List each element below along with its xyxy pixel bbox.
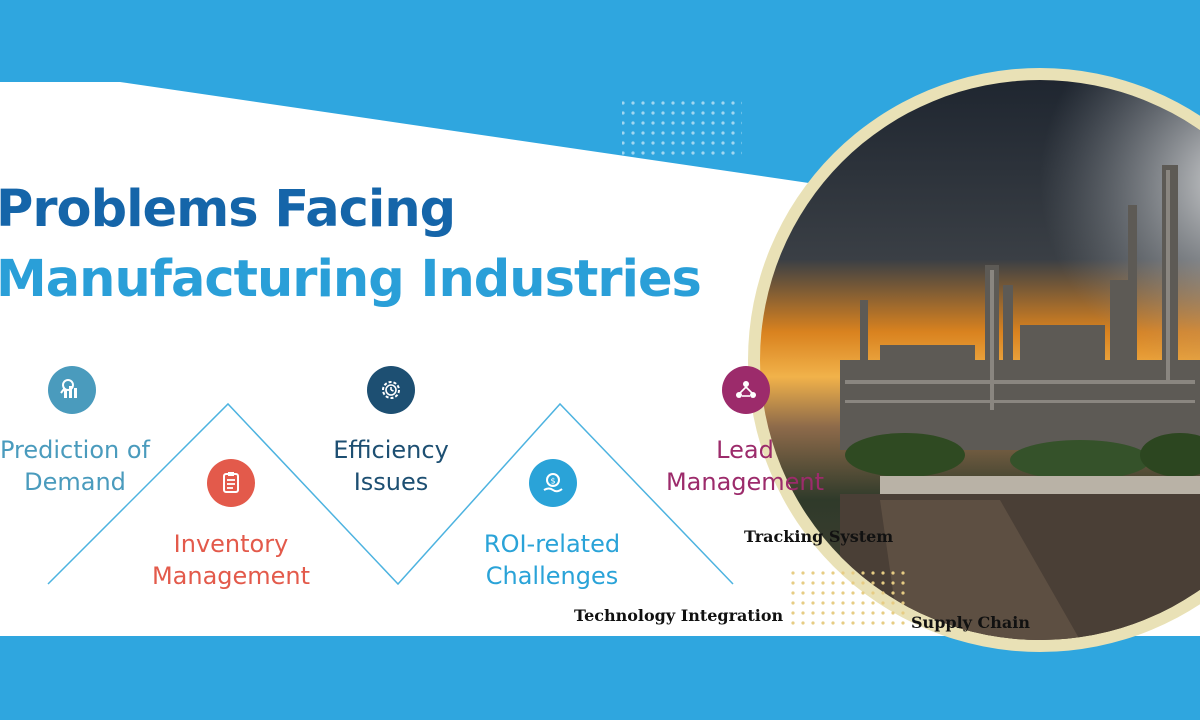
roi-label: ROI-related Challenges (462, 528, 642, 592)
prediction-label: Prediction of Demand (0, 434, 160, 498)
lead-label: Lead Management (655, 434, 835, 498)
dot-pattern-bottom (790, 565, 910, 625)
people-network-icon (736, 381, 756, 398)
dot-pattern-top (622, 98, 742, 158)
prediction-label-line1: Prediction of (0, 436, 150, 464)
lead-icon-circle (722, 366, 770, 414)
efficiency-label: Efficiency Issues (316, 434, 466, 498)
lead-label-line1: Lead (716, 436, 774, 464)
gear-clock-icon (382, 381, 400, 399)
inventory-label-line1: Inventory (173, 530, 289, 558)
tracking-system-tag: Tracking System (744, 527, 894, 546)
chart-magnifier-icon (60, 379, 77, 398)
inventory-icon-circle (207, 459, 255, 507)
lead-label-line2: Management (665, 468, 825, 496)
prediction-label-line2: Demand (24, 468, 126, 496)
page-title-line1: Problems Facing (0, 180, 456, 239)
zigzag-divider (47, 402, 734, 586)
svg-text:$: $ (550, 477, 555, 486)
efficiency-icon-circle (367, 366, 415, 414)
efficiency-label-line1: Efficiency (333, 436, 449, 464)
supply-chain-tag: Supply Chain (911, 613, 1030, 632)
inventory-label-line2: Management (151, 562, 311, 590)
roi-icon-circle: $ (529, 459, 577, 507)
roi-label-line1: ROI-related (483, 530, 621, 558)
prediction-icon-circle (48, 366, 96, 414)
page-title-line2: Manufacturing Industries (0, 250, 702, 309)
inventory-label: Inventory Management (140, 528, 322, 592)
efficiency-label-line2: Issues (353, 468, 429, 496)
roi-label-line2: Challenges (485, 562, 619, 590)
clipboard-list-icon (223, 472, 239, 493)
technology-integration-tag: Technology Integration (574, 606, 784, 625)
coin-hand-icon: $ (543, 473, 563, 493)
